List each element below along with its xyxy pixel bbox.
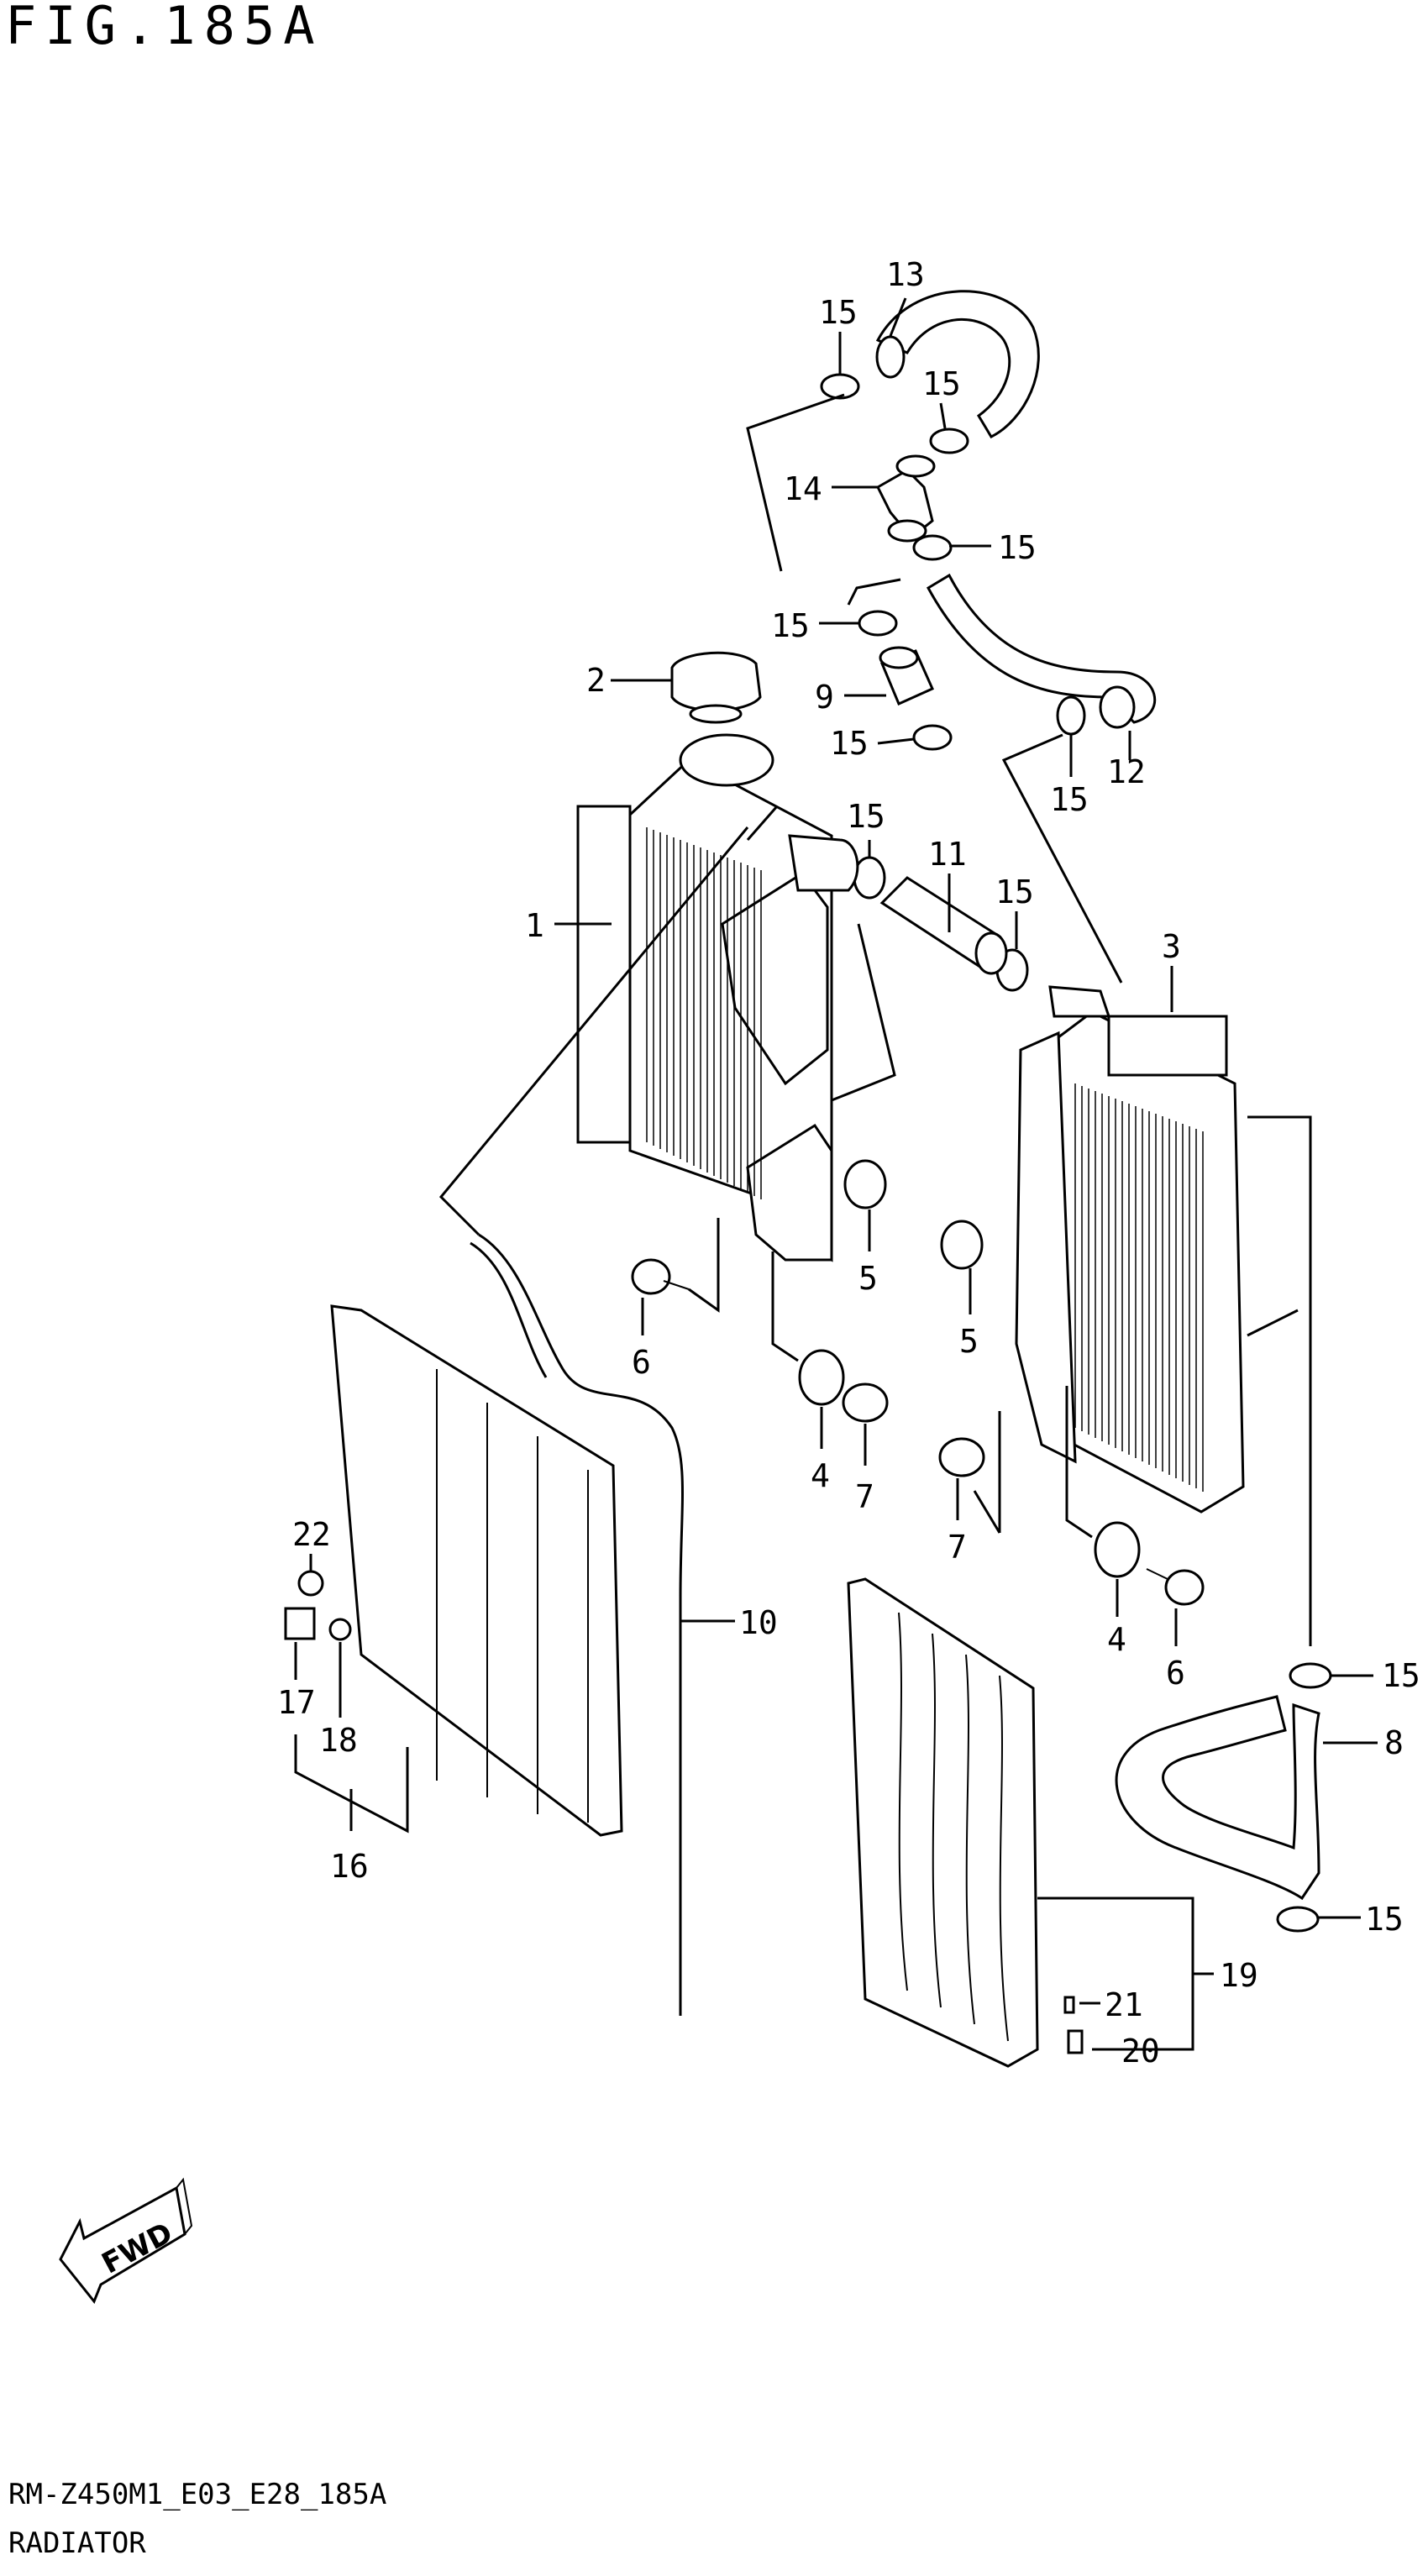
- svg-text:20: 20: [1121, 2033, 1160, 2070]
- svg-text:15: 15: [995, 874, 1034, 910]
- svg-text:17: 17: [277, 1684, 316, 1721]
- svg-text:18: 18: [319, 1722, 358, 1759]
- grommet-4-a: [798, 1349, 845, 1406]
- clip-21: [1063, 1996, 1075, 2014]
- grommet-5-a: [843, 1159, 887, 1209]
- svg-text:7: 7: [855, 1478, 874, 1515]
- svg-text:15: 15: [1382, 1657, 1420, 1694]
- right-radiator-fins: [1074, 1083, 1204, 1492]
- lower-hose-8: [1115, 1695, 1320, 1901]
- bolt-6-a: [631, 1258, 671, 1295]
- radiator-cap-2: [670, 651, 762, 724]
- clip-20: [1067, 2029, 1084, 2054]
- svg-text:5: 5: [858, 1260, 878, 1297]
- left-radiator-fins: [646, 827, 762, 1199]
- hose-11: [879, 876, 1008, 975]
- svg-text:3: 3: [1162, 928, 1181, 965]
- grommet-4-b: [1094, 1521, 1141, 1578]
- svg-text:1: 1: [525, 907, 544, 944]
- svg-text:15: 15: [771, 607, 810, 644]
- upper-hose-12: [926, 573, 1157, 729]
- hose-joint-14: [876, 454, 936, 543]
- model-code: RM-Z450M1_E03_E28_185A: [8, 2478, 387, 2511]
- louver-16: [330, 1304, 623, 1837]
- bolt-22: [297, 1570, 324, 1597]
- svg-text:5: 5: [959, 1323, 979, 1360]
- svg-text:8: 8: [1384, 1724, 1404, 1761]
- breather-tube-10: [478, 1233, 684, 2016]
- svg-text:4: 4: [811, 1457, 830, 1494]
- svg-text:12: 12: [1107, 753, 1146, 790]
- right-radiator-3: [1015, 985, 1245, 1514]
- svg-text:13: 13: [886, 256, 925, 293]
- leader-lines: [294, 297, 1378, 2051]
- svg-text:15: 15: [998, 529, 1037, 566]
- nut-17: [284, 1607, 316, 1640]
- svg-text:10: 10: [739, 1604, 778, 1641]
- svg-text:16: 16: [330, 1848, 369, 1885]
- svg-text:15: 15: [819, 294, 858, 331]
- svg-text:19: 19: [1220, 1957, 1258, 1994]
- bolt-6-b: [1164, 1569, 1205, 1606]
- hose-clamps-15: [820, 373, 1332, 1933]
- svg-text:15: 15: [1050, 781, 1089, 818]
- callout-numbers: 1 2 3 4 4 5 5 6 6 7 7 8 9 10 11 12 13 14…: [277, 256, 1420, 2070]
- svg-text:15: 15: [922, 365, 961, 402]
- svg-text:11: 11: [928, 836, 967, 873]
- svg-text:4: 4: [1107, 1621, 1126, 1658]
- svg-text:15: 15: [1365, 1901, 1404, 1938]
- svg-text:7: 7: [948, 1529, 967, 1566]
- breather-tube-10-edge: [470, 1241, 548, 1378]
- grommets-and-bolts: [284, 1159, 1205, 2054]
- left-radiator-1: [576, 733, 859, 1262]
- figure-title: FIG.185A: [5, 0, 323, 56]
- fwd-arrow-icon: FWD: [59, 2177, 193, 2304]
- svg-text:15: 15: [830, 725, 869, 762]
- svg-text:2: 2: [586, 662, 606, 699]
- svg-text:9: 9: [815, 679, 834, 716]
- svg-text:6: 6: [1166, 1655, 1185, 1692]
- svg-text:15: 15: [847, 798, 885, 835]
- svg-text:14: 14: [784, 470, 822, 507]
- collar-7-a: [842, 1382, 889, 1423]
- washer-18: [328, 1618, 352, 1641]
- grommet-5-b: [940, 1220, 984, 1270]
- grille-19: [847, 1577, 1039, 2068]
- svg-text:21: 21: [1105, 1986, 1143, 2023]
- svg-text:22: 22: [292, 1516, 331, 1553]
- section-name: RADIATOR: [8, 2526, 146, 2560]
- upper-hose-13: [875, 290, 1040, 438]
- hose-9: [879, 646, 934, 706]
- svg-text:6: 6: [632, 1344, 651, 1381]
- collar-7-b: [938, 1437, 985, 1477]
